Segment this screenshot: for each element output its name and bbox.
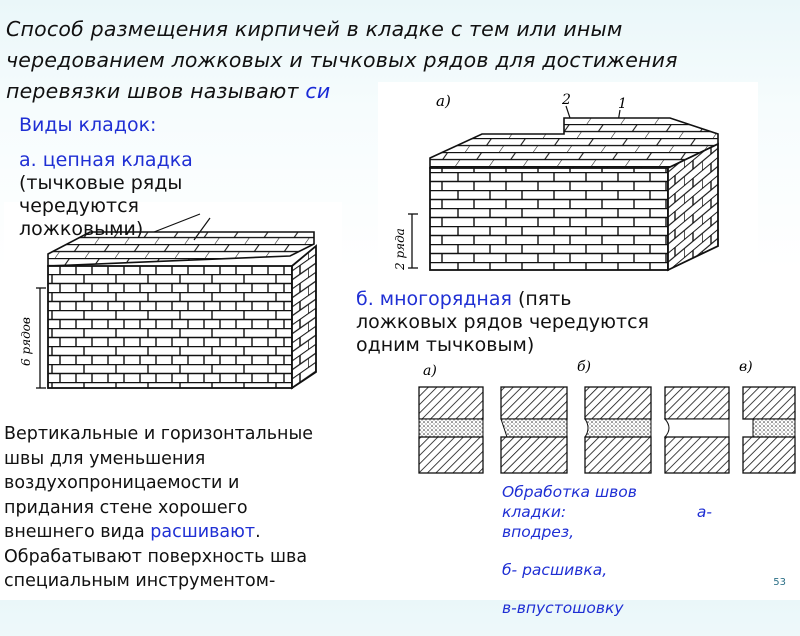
multirow-title: б. многорядная [356, 288, 512, 310]
chain-masonry-title: а. цепная кладка [19, 149, 193, 171]
joints-line-5: внешнего вида расшивают. [4, 520, 399, 545]
intro-line-2: чередованием ложковых и тычковых рядов д… [6, 48, 678, 72]
joints-line-7: специальным инструментом- [4, 571, 276, 591]
joints-line-1: Вертикальные и горизонтальные [4, 424, 314, 444]
joints-line-4: придания стене хорошего [4, 497, 248, 518]
multirow-desc-3: одним тычковым) [356, 334, 535, 356]
joints-paragraph: Вертикальные и горизонтальные швы для ум… [4, 422, 399, 594]
page-number: 53 [773, 577, 786, 588]
joints-line-3: воздухопроницаемости и [4, 473, 240, 493]
joints-line-6: Обрабатывают поверхность шва [4, 546, 308, 567]
joints-line-2: швы для уменьшения [4, 448, 206, 469]
caption-line-4: б- расшивка, [502, 561, 608, 579]
chain-masonry-figure: 6 рядов [4, 202, 342, 396]
joints-line-5-accent: расшивают [150, 522, 256, 542]
intro-line-3-accent: си [305, 79, 331, 103]
joints-line-5-text: внешнего вида [4, 522, 151, 542]
joint-finishing-caption: Обработка швов кладки: а- вподрез, б- рас… [502, 482, 712, 636]
caption-line-5: в-впустошовку [502, 599, 624, 617]
intro-line-3: перевязки швов называют си [6, 76, 796, 107]
intro-paragraph: Способ размещения кирпичей в кладке с те… [6, 14, 796, 107]
masonry-types-heading: Виды кладок: [19, 114, 157, 136]
caption-line-3: вподрез, [502, 523, 575, 541]
multi-figure-side-label: 2 ряда [393, 228, 407, 271]
chain-masonry-description: (тычковые ряды чередуются ложковыми) [19, 172, 183, 240]
joints-line-5-end: . [255, 522, 261, 542]
joint-finishing-figure: а) б) в) [411, 353, 799, 479]
caption-line-2-left: кладки: [502, 503, 567, 521]
joint-label-b: б) [577, 359, 591, 375]
multi-figure-tag: а) [436, 92, 451, 110]
caption-line-2-right: а- [696, 503, 712, 521]
chain-figure-side-label: 6 рядов [19, 317, 33, 366]
multi-figure-mark-1: 1 [618, 96, 627, 112]
intro-line-3-text: перевязки швов называют [6, 79, 306, 103]
joint-label-v: в) [739, 359, 753, 375]
multirow-masonry-text: б. многорядная (пять ложковых рядов чере… [356, 288, 786, 357]
joint-label-a: а) [423, 363, 437, 379]
masonry-types-text: Виды кладок: а. цепная кладка (тычковые … [19, 114, 254, 241]
intro-line-1: Способ размещения кирпичей в кладке с те… [6, 17, 623, 41]
multirow-desc-1: (пять [511, 288, 572, 310]
multi-row-masonry-figure: а) 2 1 2 ряда [378, 82, 758, 278]
multi-figure-mark-2: 2 [561, 92, 571, 108]
caption-line-1: Обработка швов [502, 483, 637, 501]
multirow-desc-2: ложковых рядов чередуются [356, 311, 649, 333]
